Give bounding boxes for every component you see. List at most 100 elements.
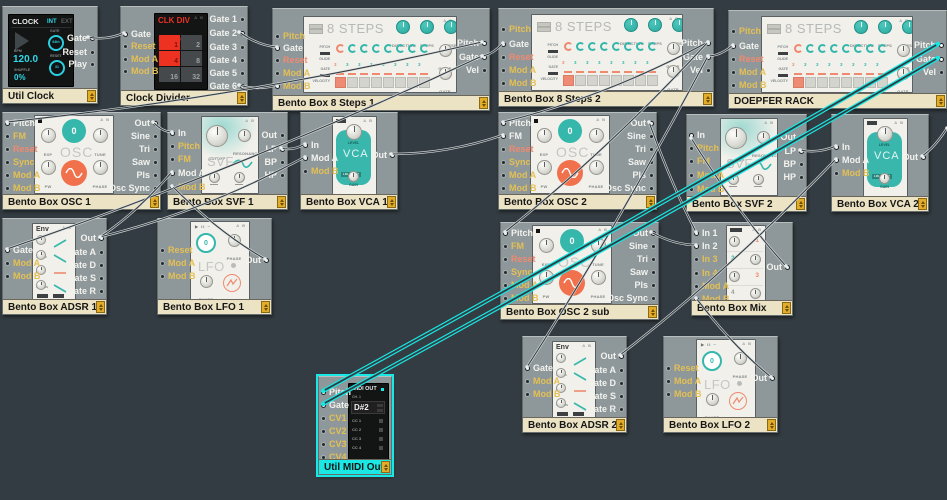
row-mode-badge[interactable]	[778, 52, 788, 55]
footer-scroll-widget[interactable]	[796, 198, 805, 210]
footer-scroll-widget[interactable]	[479, 97, 488, 109]
output-port-lp[interactable]: LP	[784, 147, 804, 156]
output-port-tri[interactable]: Tri	[139, 145, 158, 154]
step-glide-toggle[interactable]	[854, 73, 862, 75]
step-glide-toggle[interactable]	[420, 73, 428, 75]
row-mode-badge[interactable]	[778, 74, 788, 77]
step-glide-toggle[interactable]	[806, 73, 814, 75]
env-mode-badge[interactable]	[37, 294, 48, 298]
gain-knob[interactable]	[879, 173, 890, 184]
tune-knob[interactable]	[92, 128, 108, 143]
step-gate-toggle[interactable]	[418, 77, 430, 88]
input-port-reset[interactable]: Reset	[160, 246, 193, 255]
input-port-gate[interactable]: Gate	[123, 30, 151, 39]
mix-mode-badge[interactable]	[730, 228, 742, 232]
output-port-hp[interactable]: HP	[264, 171, 285, 180]
waveform-button[interactable]	[557, 160, 583, 186]
channel-level-knob[interactable]	[729, 236, 740, 247]
filter-kbd-knob[interactable]	[208, 172, 220, 183]
input-port-in[interactable]: In	[689, 131, 705, 140]
step-glide-toggle[interactable]	[818, 73, 826, 75]
step-gate-toggle[interactable]	[804, 77, 816, 88]
input-port-fm[interactable]: FM	[689, 157, 710, 166]
input-port-sync[interactable]: Sync	[5, 158, 35, 167]
input-port-mod-b[interactable]: Mod B	[501, 79, 537, 88]
output-port-saw[interactable]: Saw	[630, 268, 656, 277]
pattern-badge[interactable]	[309, 29, 323, 34]
input-port-mod-b[interactable]: Mod B	[5, 272, 41, 281]
env-mode-badge[interactable]	[557, 412, 568, 416]
footer-scroll-widget[interactable]	[703, 93, 712, 105]
input-port-mod-a[interactable]: Mod A	[303, 154, 338, 163]
step-glide-toggle[interactable]	[588, 71, 596, 73]
output-port-sine[interactable]: Sine	[131, 132, 158, 141]
output-port-vel[interactable]: Vel	[466, 66, 487, 75]
decay-knob[interactable]	[36, 250, 46, 260]
output-port-out[interactable]: Out	[246, 256, 269, 265]
module-footer[interactable]: Util Clock	[3, 88, 97, 103]
module-osc-1[interactable]: A B0EXPTUNEPWPHASERESETOSCPitchFMResetSy…	[2, 112, 161, 210]
step-glide-toggle[interactable]	[408, 73, 416, 75]
row-mode-badge[interactable]	[548, 72, 558, 75]
module-footer[interactable]: Bento Box OSC 1	[3, 194, 160, 209]
input-port-mod-b[interactable]: Mod B	[666, 390, 702, 399]
input-port-mod-a[interactable]: Mod A	[503, 281, 538, 290]
module-doepfer-rack[interactable]: A B8 STEPSDIRECTIONSTEPSOFFSETPITCHGLIDE…	[728, 10, 947, 109]
input-port-reset[interactable]: Reset	[666, 364, 699, 373]
input-port-mod-a[interactable]: Mod A	[731, 68, 766, 77]
division-cell[interactable]: 16	[159, 67, 180, 82]
footer-scroll-widget[interactable]	[381, 461, 390, 473]
input-port-mod-b[interactable]: Mod B	[834, 169, 870, 178]
input-port-mod-b[interactable]: Mod B	[275, 82, 311, 91]
pitch-display[interactable]: 0	[62, 119, 86, 143]
row-mode-badge[interactable]	[320, 52, 330, 55]
module-footer[interactable]: Bento Box Mix	[692, 300, 792, 315]
input-port-in[interactable]: In	[834, 143, 850, 152]
step-pitch-knob[interactable]	[841, 44, 851, 53]
channel-level-knob[interactable]	[729, 271, 740, 282]
footer-scroll-widget[interactable]	[387, 196, 396, 208]
attack-knob[interactable]	[36, 235, 46, 245]
footer-scroll-widget[interactable]	[150, 196, 159, 208]
level-knob[interactable]	[346, 124, 362, 140]
cc-indicator[interactable]	[379, 419, 383, 423]
module-footer[interactable]: Bento Box SVF 1	[168, 194, 287, 209]
output-port-saw[interactable]: Saw	[132, 158, 158, 167]
division-cell[interactable]: 2	[181, 35, 202, 50]
step-glide-toggle[interactable]	[648, 71, 656, 73]
output-port-bp[interactable]: BP	[264, 158, 285, 167]
module-footer[interactable]: Bento Box OSC 2	[499, 194, 656, 209]
output-port-saw[interactable]: Saw	[628, 158, 654, 167]
output-port-out[interactable]: Out	[81, 234, 104, 243]
input-port-pitch[interactable]: Pitch	[5, 119, 35, 128]
footer-scroll-widget[interactable]	[261, 301, 270, 313]
gate-length-knob[interactable]	[896, 67, 910, 80]
resonance-knob[interactable]	[237, 129, 251, 142]
output-port-gate-d[interactable]: Gate D	[587, 379, 624, 388]
input-port-in-3[interactable]: In 3	[694, 255, 718, 264]
step-pitch-knob[interactable]	[877, 44, 887, 53]
output-port-tri[interactable]: Tri	[637, 255, 656, 264]
input-port-sync[interactable]: Sync	[503, 268, 533, 277]
step-glide-toggle[interactable]	[360, 73, 368, 75]
output-port-tri[interactable]: Tri	[635, 145, 654, 154]
step-gate-toggle[interactable]	[346, 77, 358, 88]
pitch-display[interactable]: 0	[558, 119, 582, 143]
offset-knob[interactable]	[672, 18, 682, 32]
output-port-sine[interactable]: Sine	[627, 132, 654, 141]
step-glide-toggle[interactable]	[612, 71, 620, 73]
step-pitch-knob[interactable]	[817, 44, 827, 53]
input-port-pitch[interactable]: Pitch	[275, 32, 305, 41]
step-pitch-knob[interactable]	[371, 44, 381, 53]
direction-knob[interactable]	[854, 20, 868, 34]
module-footer[interactable]: DOEPFER RACK	[729, 93, 946, 108]
input-port-pitch[interactable]: Pitch	[689, 144, 719, 153]
cc-indicator[interactable]	[379, 428, 383, 432]
step-glide-toggle[interactable]	[878, 73, 886, 75]
input-port-mod-a[interactable]: Mod A	[834, 156, 869, 165]
channel-level-knob[interactable]	[750, 254, 761, 265]
wave-display[interactable]	[223, 274, 241, 292]
step-gate-toggle[interactable]	[864, 77, 876, 88]
